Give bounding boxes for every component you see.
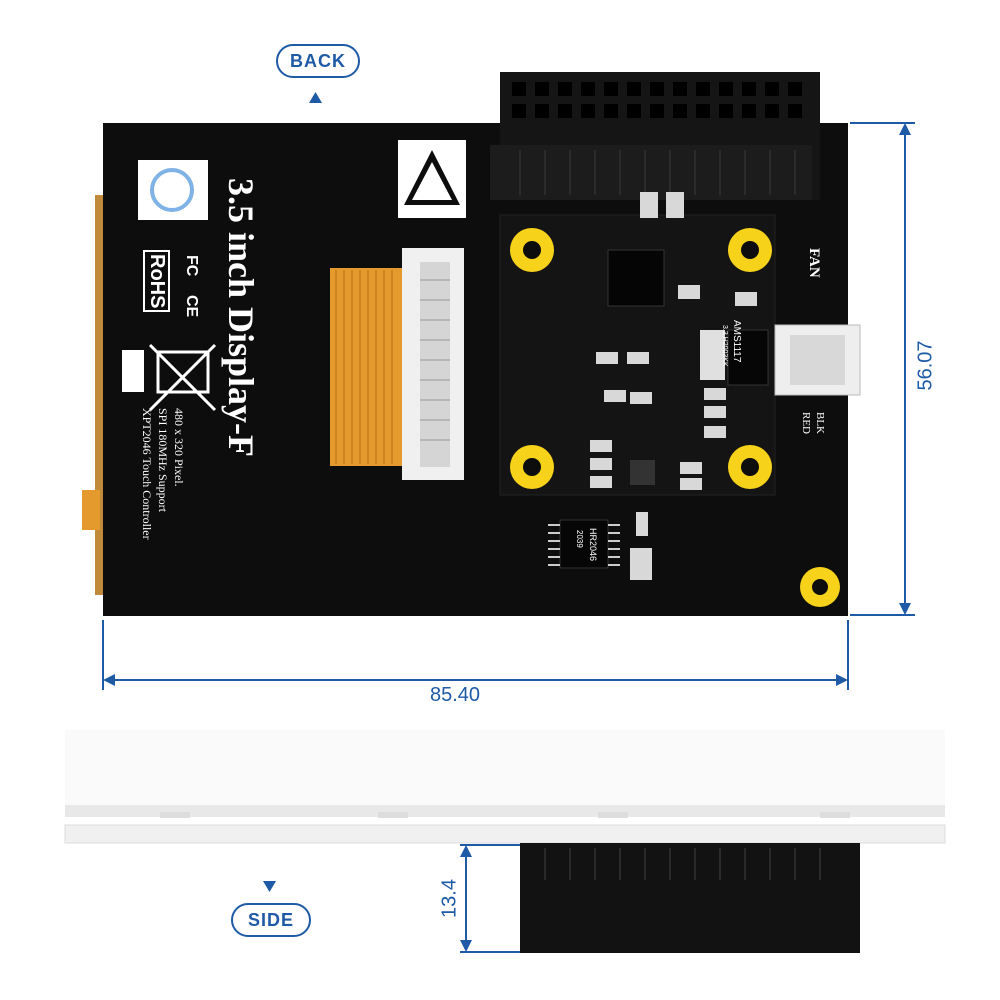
board-spec-2: SPI 180MHz Support (156, 408, 170, 513)
fc-mark: FC (183, 255, 200, 277)
side-label: SIDE (231, 903, 311, 937)
blk-label: BLK (814, 412, 826, 434)
side-view (64, 730, 946, 953)
fan-label: FAN (806, 248, 822, 278)
width-dimension: 85.40 (430, 684, 481, 706)
back-label: BACK (276, 44, 360, 78)
board-spec-3: XPT2046 Touch Controller (140, 408, 154, 540)
hr2046-sublabel: 2039 (575, 530, 584, 548)
hr2046-label: HR2046 (588, 528, 598, 562)
main-ic (607, 249, 665, 307)
side-header (520, 843, 860, 953)
board-spec-1: 480 x 320 Pixel. (172, 408, 186, 487)
rohs-mark: RoHS (143, 250, 170, 313)
side-label-text: SIDE (247, 910, 294, 930)
board-title: 3.5 inch Display-F (221, 178, 261, 458)
ams1117-sublabel: 3.3 H2003KK (721, 325, 728, 367)
weee-bin-icon (148, 343, 217, 412)
back-label-text: BACK (290, 51, 346, 71)
red-label: RED (800, 412, 812, 434)
ams1117-ic (727, 329, 769, 386)
ribbon-cable (330, 268, 402, 466)
standoffs (510, 228, 840, 607)
height-dimension: 56.07 (914, 340, 937, 391)
depth-dimension: 13.4 (438, 879, 461, 918)
hr2046-ic (559, 519, 609, 569)
ce-mark: CE (183, 295, 200, 318)
ams1117-label: AMS1117 (731, 320, 742, 363)
